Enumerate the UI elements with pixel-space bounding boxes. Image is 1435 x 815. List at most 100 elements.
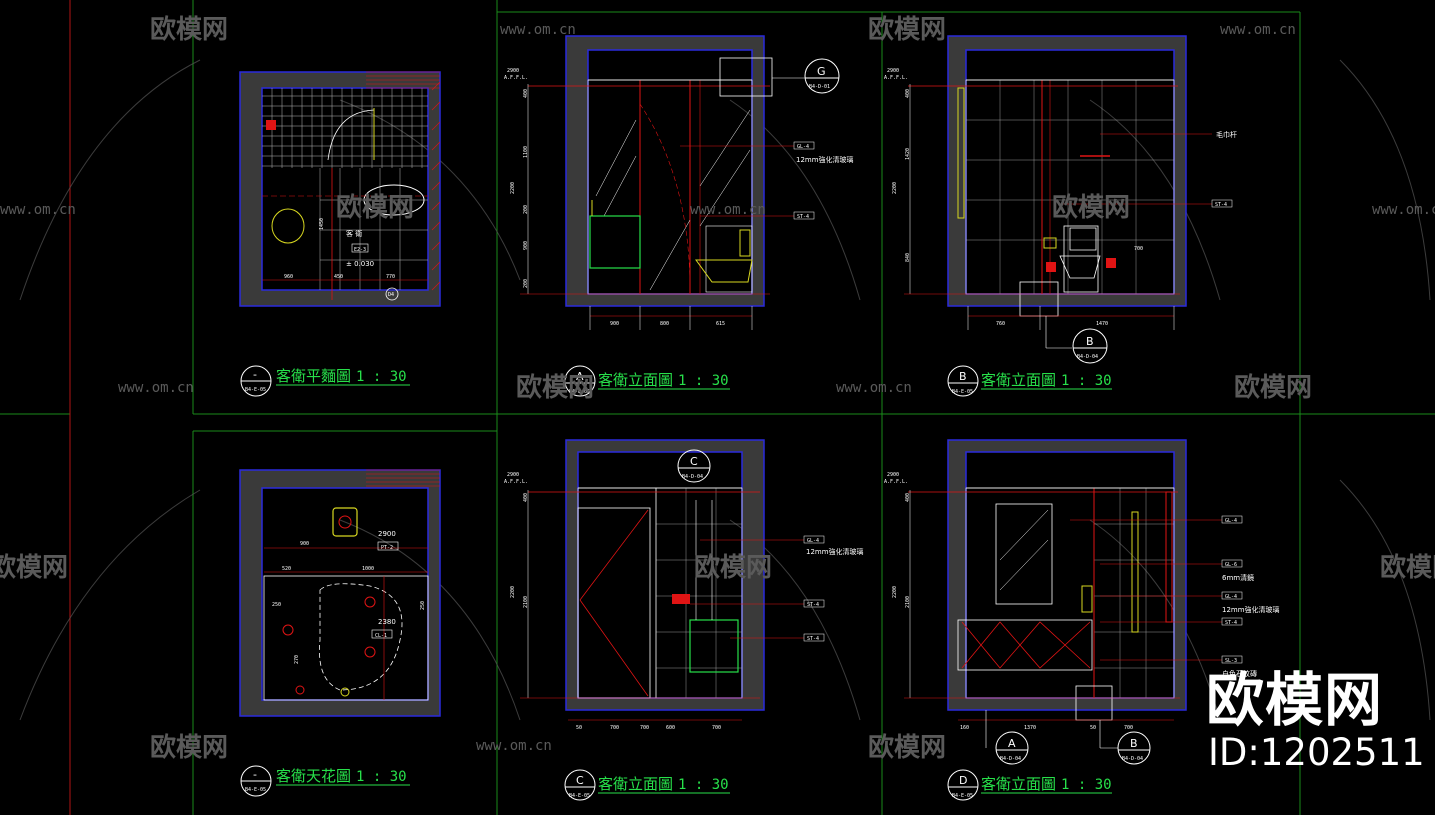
svg-text:1 : 30: 1 : 30 [356, 769, 407, 785]
svg-text:760: 760 [996, 321, 1005, 327]
downlight-icon-1 [364, 596, 376, 608]
svg-text:2900: 2900 [507, 68, 519, 74]
svg-text:600: 600 [666, 725, 675, 731]
watermark-url: www.om.cn [118, 380, 194, 396]
watermark-brand: 欧模网 [868, 732, 946, 763]
svg-text:1 : 30: 1 : 30 [678, 373, 729, 389]
svg-text:D: D [959, 774, 967, 787]
elevation-b-dims: 2900 A.F.F.L. 400 1420 2200 840 760 1470… [884, 68, 1143, 327]
elevation-c: 2900 A.F.F.L. 400 2200 2100 50 700 700 6… [504, 439, 864, 731]
elevation-b-notes: 毛巾杆 ST-4 [1060, 130, 1237, 208]
svg-text:12mm強化清玻璃: 12mm強化清玻璃 [806, 547, 864, 556]
svg-text:2900: 2900 [887, 472, 899, 478]
svg-text:ST-4: ST-4 [797, 214, 809, 220]
mirror-panel [995, 503, 1053, 605]
elevation-b: 2900 A.F.F.L. 400 1420 2200 840 760 1470… [884, 35, 1237, 364]
room-level-label: ± 0.030 [346, 260, 374, 268]
elevation-d: 2900 A.F.F.L. 400 2200 2100 160 1370 50 … [884, 439, 1280, 765]
watermark-url: www.om.cn [0, 202, 76, 218]
elevation-b-ref-bubble: B B4-D-04 [1045, 316, 1108, 364]
svg-text:B4-E-05: B4-E-05 [569, 389, 590, 395]
svg-text:900: 900 [523, 241, 529, 250]
watermark-url: www.om.cn [500, 22, 576, 38]
svg-text:A.F.F.L.: A.F.F.L. [884, 75, 908, 81]
svg-text:B4-D-04: B4-D-04 [1077, 354, 1098, 360]
elevation-b-title: B B4-E-05 客衛立面圖 1 : 30 [947, 365, 1112, 397]
elevation-a-notes: GL-4 12mm強化清玻璃 ST-4 [680, 141, 854, 220]
watermark-url: www.om.cn [1220, 22, 1296, 38]
elevation-a-title-text: 客衛立面圖 [598, 371, 673, 389]
watermark-arcs [19, 59, 1431, 721]
svg-text:-: - [253, 768, 257, 781]
svg-text:1470: 1470 [1096, 321, 1108, 327]
svg-text:50: 50 [576, 725, 582, 731]
svg-text:900: 900 [610, 321, 619, 327]
svg-text:200: 200 [523, 279, 529, 288]
svg-text:1000: 1000 [362, 566, 374, 572]
svg-text:2200: 2200 [510, 586, 516, 598]
vanity-cabinet [689, 619, 739, 673]
vanity-cabinet [589, 215, 641, 269]
svg-text:615: 615 [716, 321, 725, 327]
svg-text:B: B [1130, 737, 1138, 750]
toilet-elevation-icon [705, 225, 753, 293]
elevation-d-ref-bubbles: A B4-D-04 B B4-D-04 [985, 710, 1151, 765]
svg-text:700: 700 [1134, 246, 1143, 252]
svg-text:12mm強化清玻璃: 12mm強化清玻璃 [1222, 605, 1280, 614]
ceiling-plan: 2900 PT-2 2380 CL-1 900 520 1000 250 270… [239, 469, 441, 717]
svg-text:2900: 2900 [887, 68, 899, 74]
svg-text:A.F.F.L.: A.F.F.L. [884, 479, 908, 485]
floor-plan-title-text: 客衛平麵圖 [276, 367, 351, 385]
svg-text:毛巾杆: 毛巾杆 [1216, 130, 1237, 139]
svg-text:G: G [817, 65, 826, 78]
svg-text:PT-2: PT-2 [381, 545, 393, 551]
shower-door-arc [327, 109, 375, 161]
watermark-brand: 欧模网 [150, 14, 228, 45]
floor-plan: 客 衛 E2-3 ± 0.030 960 450 770 1450 D4 [239, 71, 441, 307]
svg-text:GL-6: GL-6 [1225, 562, 1237, 568]
svg-text:D4: D4 [388, 292, 394, 298]
ceiling-curve [319, 583, 403, 691]
svg-text:400: 400 [905, 89, 911, 98]
svg-text:GL-4: GL-4 [1225, 518, 1237, 524]
svg-text:840: 840 [905, 253, 911, 262]
svg-text:B4-E-05: B4-E-05 [952, 793, 973, 799]
ceiling-labels: 2900 PT-2 2380 CL-1 900 520 1000 250 270… [272, 530, 426, 664]
elevation-c-notes: GL-4 12mm強化清玻璃 ST-4 ST-4 [690, 535, 864, 642]
svg-text:250: 250 [420, 601, 426, 610]
elevation-c-title-text: 客衛立面圖 [598, 775, 673, 793]
svg-text:1100: 1100 [523, 146, 529, 158]
watermark-url: www.om.cn [836, 380, 912, 396]
svg-text:1 : 30: 1 : 30 [356, 369, 407, 385]
floor-plan-dims: 960 450 770 1450 [284, 218, 395, 280]
svg-text:1370: 1370 [1024, 725, 1036, 731]
elevation-c-dims: 2900 A.F.F.L. 400 2200 2100 50 700 700 6… [504, 472, 721, 731]
svg-text:ST-4: ST-4 [1215, 202, 1227, 208]
washbasin-icon [271, 208, 305, 244]
svg-text:ST-4: ST-4 [807, 602, 819, 608]
svg-text:A: A [576, 370, 584, 383]
svg-text:B4-D-04: B4-D-04 [1122, 756, 1143, 762]
svg-text:B: B [1086, 335, 1094, 348]
svg-text:50: 50 [1090, 725, 1096, 731]
section-marker-d4 [385, 287, 399, 301]
svg-text:B4-E-05: B4-E-05 [952, 389, 973, 395]
svg-text:2200: 2200 [892, 182, 898, 194]
svg-text:2100: 2100 [905, 596, 911, 608]
svg-text:2100: 2100 [523, 596, 529, 608]
svg-text:700: 700 [640, 725, 649, 731]
svg-text:CL-1: CL-1 [375, 633, 387, 639]
room-tag-label: E2-3 [354, 247, 366, 253]
svg-text:SL-3: SL-3 [1225, 658, 1237, 664]
svg-text:GL-4: GL-4 [807, 538, 819, 544]
svg-text:B4-D-04: B4-D-04 [682, 474, 703, 480]
svg-text:160: 160 [960, 725, 969, 731]
svg-text:960: 960 [284, 274, 293, 280]
svg-text:2200: 2200 [510, 182, 516, 194]
watermark-brand: 欧模网 [1052, 192, 1130, 223]
elevation-a: 2900 A.F.F.L. 400 1100 2200 200 900 200 … [504, 35, 854, 330]
elevation-a-dims: 2900 A.F.F.L. 400 1100 2200 200 900 200 … [504, 68, 725, 327]
svg-text:2200: 2200 [892, 586, 898, 598]
svg-text:GL-4: GL-4 [1225, 594, 1237, 600]
